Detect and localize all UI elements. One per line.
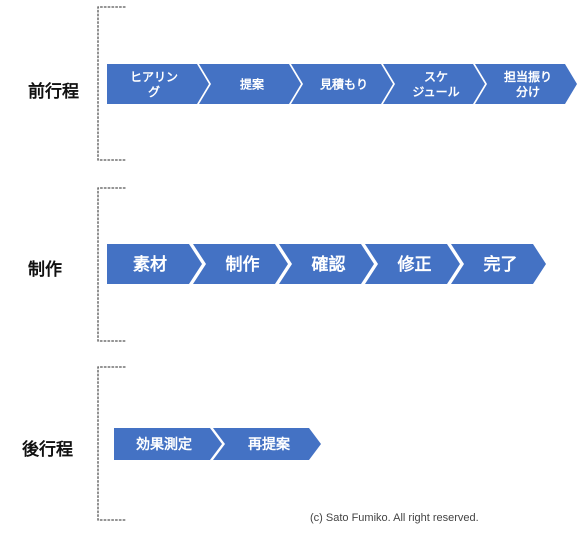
- step-label: 完了: [484, 254, 518, 275]
- process-step: 見積もり: [291, 64, 393, 104]
- step-label-line: ヒアリン: [130, 70, 178, 84]
- step-chevron: [279, 244, 374, 284]
- step-chevron: [199, 64, 301, 104]
- process-step: 完了: [451, 244, 546, 284]
- step-chevron: [193, 244, 288, 284]
- phase-post-process: 後行程 効果測定 再提案: [22, 366, 321, 521]
- step-label-line: 素材: [133, 254, 167, 275]
- phase-bracket: [97, 187, 126, 342]
- step-label: 提案: [240, 76, 265, 91]
- step-chevron: [365, 244, 460, 284]
- step-label-line: 効果測定: [136, 436, 192, 453]
- phase-pre-process: 前行程 ヒアリング 提案 見積もり スケジュール 担当振り分け: [28, 6, 577, 161]
- phase-bracket: [97, 6, 126, 161]
- step-label-line: 完了: [484, 254, 518, 275]
- phase-label: 後行程: [22, 439, 73, 460]
- process-step: 担当振り分け: [475, 64, 577, 104]
- process-step: 修正: [365, 244, 460, 284]
- process-step: 確認: [279, 244, 374, 284]
- step-label-line: 制作: [226, 254, 260, 275]
- step-chevron: [107, 244, 202, 284]
- step-chevron: [213, 428, 321, 460]
- step-label-line: 再提案: [248, 436, 291, 453]
- phase-bracket: [97, 366, 126, 521]
- phase-label: 前行程: [28, 81, 79, 102]
- step-label: 担当振り分け: [504, 69, 552, 99]
- process-step: 再提案: [213, 428, 321, 460]
- step-label: スケジュール: [412, 70, 459, 99]
- step-label-line: ジュール: [412, 85, 459, 99]
- step-flow: 素材 制作 確認 修正 完了: [107, 244, 546, 284]
- step-label-line: 分け: [516, 84, 540, 99]
- step-label-line: スケ: [424, 70, 448, 84]
- copyright-notice: (c) Sato Fumiko. All right reserved.: [310, 512, 479, 524]
- process-step: 効果測定: [114, 428, 222, 460]
- step-label-line: 見積もり: [319, 76, 368, 91]
- step-flow: 効果測定 再提案: [114, 428, 321, 460]
- step-label: 見積もり: [319, 76, 368, 91]
- process-step: スケジュール: [383, 64, 485, 104]
- step-chevron: [451, 244, 546, 284]
- step-chevron: [114, 428, 222, 460]
- step-label: 修正: [397, 254, 432, 275]
- step-label-line: 修正: [397, 254, 432, 275]
- step-chevron: [291, 64, 393, 104]
- phase-production: 制作 素材 制作 確認 修正 完了: [28, 187, 546, 342]
- phase-label: 制作: [28, 259, 62, 280]
- process-step: ヒアリング: [107, 64, 209, 104]
- step-label: 制作: [226, 254, 260, 275]
- step-label-line: 確認: [312, 254, 346, 275]
- step-flow: ヒアリング 提案 見積もり スケジュール 担当振り分け: [107, 64, 577, 104]
- step-label-line: 担当振り: [504, 69, 552, 84]
- step-chevron: [107, 64, 209, 104]
- step-chevron: [475, 64, 577, 104]
- step-label: 再提案: [248, 436, 291, 453]
- step-label: 効果測定: [136, 436, 192, 453]
- step-label: ヒアリング: [130, 70, 178, 99]
- step-label-line: 提案: [240, 76, 265, 91]
- step-label-line: グ: [148, 84, 160, 99]
- step-label: 素材: [133, 254, 167, 275]
- process-step: 制作: [193, 244, 288, 284]
- step-chevron: [383, 64, 485, 104]
- step-label: 確認: [312, 254, 346, 275]
- process-step: 提案: [199, 64, 301, 104]
- process-step: 素材: [107, 244, 202, 284]
